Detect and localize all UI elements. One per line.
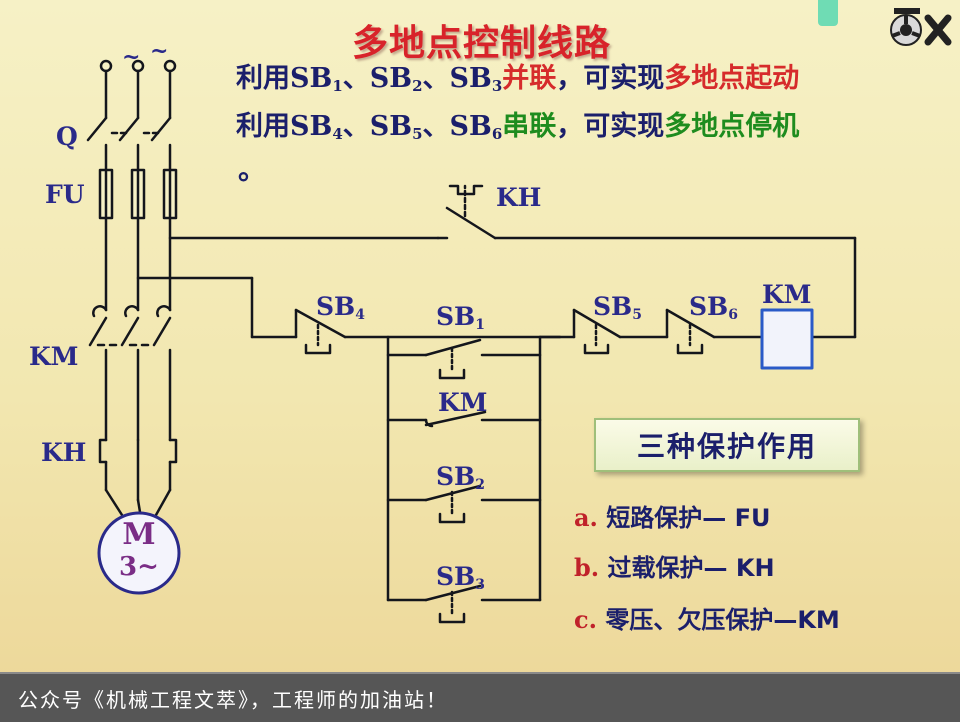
label-sb2: SB2 [436,462,485,493]
protection-item-c: c. 零压、欠压保护—KM [574,605,840,634]
page-title: 多地点控制线路 [352,23,612,64]
label-sb5: SB5 [593,292,642,323]
accent-bar [818,0,838,26]
switch-q [86,116,172,172]
motor-label-m: M [122,517,156,552]
contactor-km-main [88,305,172,442]
fuses-fu [98,168,178,220]
main-circuit [86,59,181,595]
footer-text: 公众号《机械工程文萃》，工程师的加油站！ [18,688,448,712]
protection-title: 三种保护作用 [636,430,817,463]
intro-line-parallel: 利用SB1、SB2、SB3并联，可实现多地点起动 [236,63,800,95]
protection-title-box: 三种保护作用 [594,418,860,472]
main-wires-upper [104,216,172,312]
protection-item-a: a. 短路保护— FU [574,503,771,532]
label-sb1: SB1 [436,302,485,333]
label-sb3: SB3 [436,562,485,593]
label-km-aux: KM [438,388,488,417]
label-kh-contact: KH [496,183,542,212]
thermal-relay-kh-main [98,438,178,502]
motor-label-phase: 3~ [119,552,159,582]
tap-wires [136,236,440,339]
label-km-coil: KM [762,280,812,309]
label-fu: FU [45,180,85,209]
label-q: Q [56,122,78,151]
power-symbol-1: ~ [122,44,141,70]
intro-period: 。 [238,153,267,186]
label-kh-main: KH [41,438,87,467]
km-coil [760,308,814,370]
motor-leads [104,488,172,517]
intro-line-series: 利用SB4、SB5、SB6串联，可实现多地点停机 [236,111,800,143]
protection-item-b: b. 过载保护— KH [574,553,775,582]
footer-bar: 公众号《机械工程文萃》，工程师的加油站！ [0,672,960,722]
power-symbol-2: ~ [150,38,169,64]
logo [890,8,952,46]
label-km-main: KM [29,342,79,371]
label-sb6: SB6 [689,292,738,323]
label-sb4: SB4 [316,292,365,323]
